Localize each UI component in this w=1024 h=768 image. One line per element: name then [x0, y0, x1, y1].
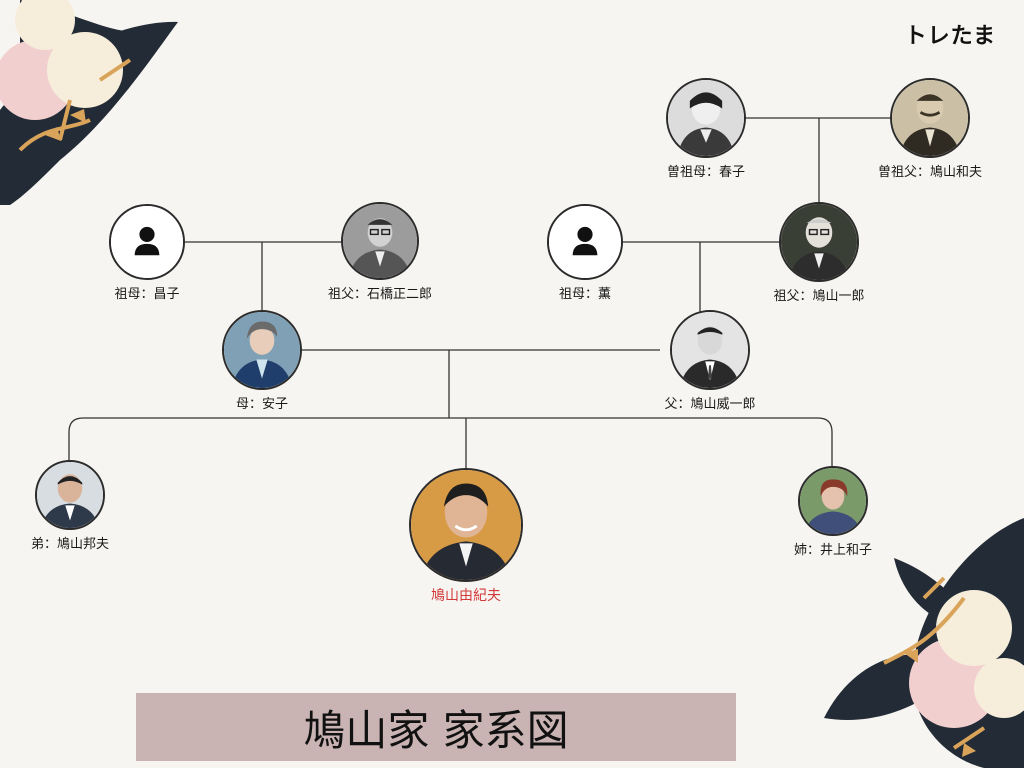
- floral-decoration-top-left: [0, 0, 178, 205]
- portrait-photo: [890, 78, 970, 158]
- node-father[interactable]: 父：鳩山威一郎: [644, 310, 776, 412]
- floral-decoration-bottom-right: [824, 518, 1024, 768]
- title-banner: 鳩山家 家系図: [136, 693, 736, 761]
- portrait-photo: [341, 202, 419, 280]
- person-label: 祖母：薫: [558, 287, 611, 302]
- person-label: 曽祖父：鳩山和夫: [877, 165, 982, 180]
- person-label-highlight: 鳩山由紀夫: [431, 588, 501, 604]
- node-great-grandmother[interactable]: 曽祖母：春子: [648, 78, 764, 180]
- person-label: 祖父：石橋正二郎: [327, 287, 432, 302]
- portrait-photo: [798, 466, 868, 536]
- person-label: 祖父：鳩山一郎: [773, 289, 865, 304]
- portrait-photo: [670, 310, 750, 390]
- portrait-photo: [666, 78, 746, 158]
- node-mother[interactable]: 母：安子: [212, 310, 312, 412]
- brand-logo: トレたま: [904, 24, 996, 49]
- person-label: 父：鳩山威一郎: [664, 397, 756, 412]
- person-label: 弟：鳩山邦夫: [30, 537, 109, 552]
- node-great-grandfather[interactable]: 曽祖父：鳩山和夫: [850, 78, 1010, 180]
- node-younger-brother[interactable]: 弟：鳩山邦夫: [18, 460, 122, 552]
- person-placeholder-icon: [547, 204, 623, 280]
- node-paternal-grandmother[interactable]: 祖母：薫: [538, 204, 632, 302]
- page-title: 鳩山家 家系図: [303, 705, 569, 755]
- node-maternal-grandfather[interactable]: 祖父：石橋正二郎: [306, 202, 454, 302]
- person-label: 母：安子: [235, 397, 288, 412]
- node-self[interactable]: 鳩山由紀夫: [396, 468, 536, 605]
- person-label: 祖母：昌子: [114, 287, 180, 302]
- portrait-photo: [222, 310, 302, 390]
- person-label: 姉：井上和子: [793, 543, 872, 558]
- node-maternal-grandmother[interactable]: 祖母：昌子: [100, 204, 194, 302]
- node-elder-sister[interactable]: 姉：井上和子: [782, 466, 884, 558]
- person-label: 曽祖母：春子: [666, 165, 745, 180]
- node-paternal-grandfather[interactable]: 祖父：鳩山一郎: [749, 202, 889, 304]
- portrait-photo: [35, 460, 105, 530]
- person-placeholder-icon: [109, 204, 185, 280]
- portrait-photo: [779, 202, 859, 282]
- portrait-photo: [409, 468, 523, 582]
